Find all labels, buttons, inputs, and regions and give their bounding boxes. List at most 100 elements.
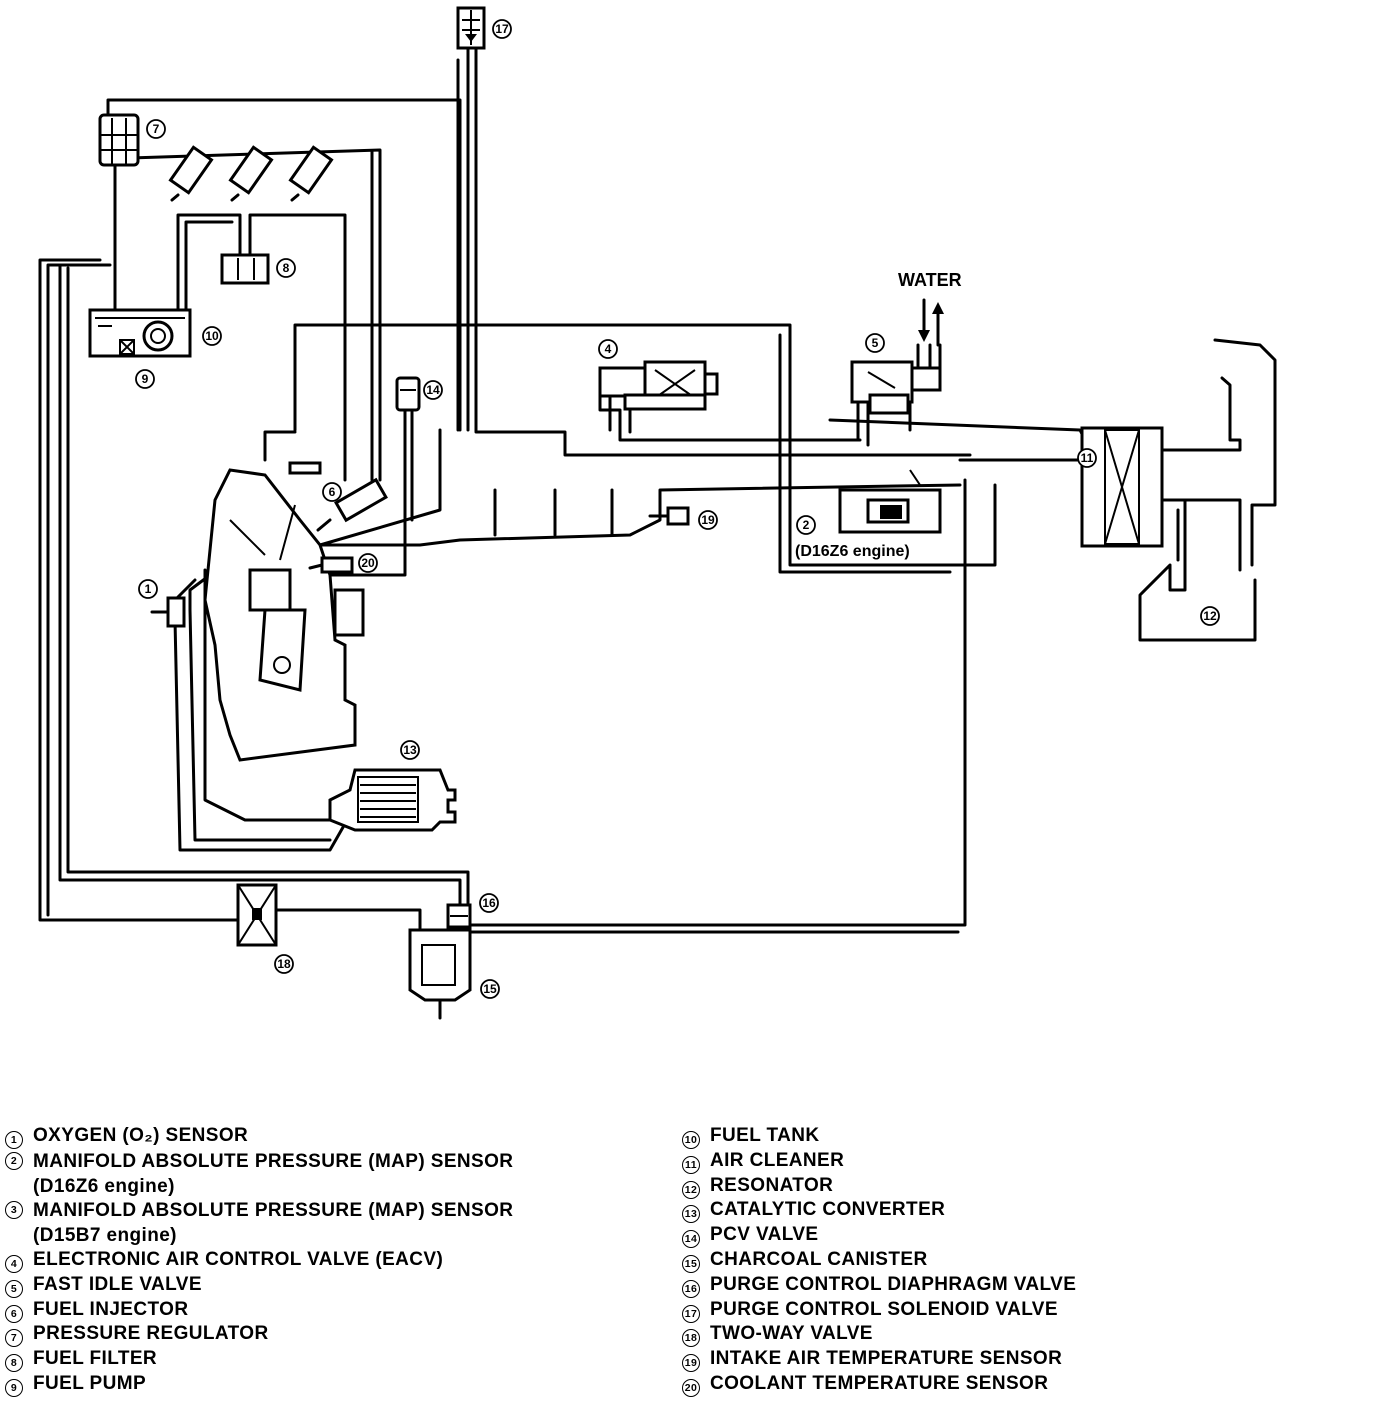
legend-item: 3 MANIFOLD ABSOLUTE PRESSURE (MAP) SENSOR… [5, 1199, 513, 1249]
svg-text:11: 11 [1081, 451, 1094, 465]
purge-control-solenoid-valve [456, 6, 486, 50]
svg-text:16: 16 [482, 896, 496, 910]
svg-text:5: 5 [872, 336, 879, 350]
water-arrows [918, 298, 944, 347]
legend-number: 15 [682, 1254, 700, 1273]
legend-number: 12 [682, 1180, 700, 1199]
svg-text:17: 17 [495, 22, 509, 36]
water-label: WATER [898, 270, 962, 290]
pcv-valve [395, 376, 421, 412]
legend-number: 6 [5, 1304, 23, 1323]
legend-number: 16 [682, 1279, 700, 1298]
legend-number: 14 [682, 1230, 700, 1249]
svg-text:15: 15 [483, 982, 497, 996]
legend-item: 5 FAST IDLE VALVE [5, 1274, 513, 1299]
legend-right: 10 FUEL TANK 11 AIR CLEANER 12 RESONATOR 13… [682, 1125, 1076, 1398]
callout-14: 14 [423, 380, 443, 400]
svg-text:13: 13 [403, 743, 417, 757]
svg-text:18: 18 [277, 957, 291, 971]
resonator-duct [1138, 338, 1277, 642]
legend-number: 7 [5, 1329, 23, 1348]
fuel-tank [88, 308, 192, 358]
legend-text: FUEL FILTER [33, 1348, 158, 1370]
legend-text: RESONATOR [710, 1174, 834, 1196]
callout-2: 2 [796, 515, 816, 535]
legend-text: PURGE CONTROL SOLENOID VALVE [710, 1298, 1058, 1320]
legend-text: PRESSURE REGULATOR [33, 1323, 269, 1345]
callout-8: 8 [276, 258, 296, 278]
hose-lines [38, 26, 1087, 934]
legend-subtext: (D15B7 engine) [33, 1225, 177, 1247]
legend-text: FUEL TANK [710, 1125, 820, 1146]
svg-text:14: 14 [426, 383, 440, 397]
legend-text: MANIFOLD ABSOLUTE PRESSURE (MAP) SENSOR [33, 1150, 514, 1172]
purge-control-diaphragm-valve [446, 903, 472, 929]
legend-item: 12 RESONATOR [682, 1175, 1076, 1200]
legend-text: ELECTRONIC AIR CONTROL VALVE (EACV) [33, 1248, 444, 1270]
legend-text: PCV VALVE [710, 1224, 819, 1246]
callout-12: 12 [1200, 606, 1220, 626]
legend-subtext: (D16Z6 engine) [33, 1175, 175, 1197]
legend-number: 13 [682, 1205, 700, 1224]
svg-text:10: 10 [205, 329, 219, 343]
svg-text:19: 19 [701, 513, 715, 527]
legend-item: 8 FUEL FILTER [5, 1348, 513, 1373]
legend-text: TWO-WAY VALVE [710, 1323, 873, 1345]
callout-5: 5 [865, 333, 885, 353]
callout-20: 20 [358, 553, 378, 573]
fast-idle-valve [850, 343, 942, 415]
catalytic-converter [328, 768, 457, 832]
charcoal-canister [408, 928, 472, 1020]
legend-number: 5 [5, 1279, 23, 1298]
svg-text:2: 2 [803, 518, 810, 532]
legend-number: 1 [5, 1131, 23, 1149]
oxygen-sensor [150, 596, 186, 628]
callout-13: 13 [400, 740, 420, 760]
legend-text: MANIFOLD ABSOLUTE PRESSURE (MAP) SENSOR [33, 1200, 514, 1222]
callout-18: 18 [274, 954, 294, 974]
legend-text: FUEL PUMP [33, 1372, 147, 1394]
legend-number: 8 [5, 1354, 23, 1373]
legend-text: FUEL INJECTOR [33, 1298, 189, 1320]
fuel-rail-injectors [168, 145, 334, 202]
legend-item: 7 PRESSURE REGULATOR [5, 1323, 513, 1348]
legend-text: AIR CLEANER [710, 1149, 845, 1171]
svg-text:6: 6 [329, 485, 336, 499]
svg-text:4: 4 [605, 342, 612, 356]
fuel-filter [220, 253, 270, 285]
legend-text: PURGE CONTROL DIAPHRAGM VALVE [710, 1273, 1077, 1295]
legend-number: 4 [5, 1254, 23, 1273]
legend-text: OXYGEN (O₂) SENSOR [33, 1125, 249, 1146]
legend-text: FAST IDLE VALVE [33, 1273, 202, 1295]
callout-19: 19 [698, 510, 718, 530]
legend-number: 10 [682, 1131, 700, 1149]
callout-11: 11 [1077, 448, 1097, 468]
map-sensor-box [838, 469, 942, 534]
legend-number: 19 [682, 1354, 700, 1373]
electronic-air-control-valve [598, 360, 719, 411]
air-cleaner [1080, 426, 1164, 548]
legend-item: 15 CHARCOAL CANISTER [682, 1249, 1076, 1274]
callout-7: 7 [146, 119, 166, 139]
legend-number: 2 [5, 1151, 23, 1170]
two-way-valve [236, 883, 278, 947]
legend-number: 20 [682, 1378, 700, 1397]
legend-number: 11 [682, 1155, 700, 1174]
pressure-regulator [98, 113, 140, 167]
callout-9: 9 [135, 369, 155, 389]
callout-1: 1 [138, 579, 158, 599]
legend-number: 3 [5, 1201, 23, 1220]
callout-6: 6 [322, 482, 342, 502]
legend-item: 1 OXYGEN (O₂) SENSOR [5, 1125, 513, 1150]
intake-air-temp-sensor [648, 506, 690, 526]
engine-block [203, 461, 365, 762]
legend-item: 10 FUEL TANK [682, 1125, 1076, 1150]
legend-item: 14 PCV VALVE [682, 1224, 1076, 1249]
legend-text: CHARCOAL CANISTER [710, 1248, 928, 1270]
legend-item: 11 AIR CLEANER [682, 1150, 1076, 1175]
